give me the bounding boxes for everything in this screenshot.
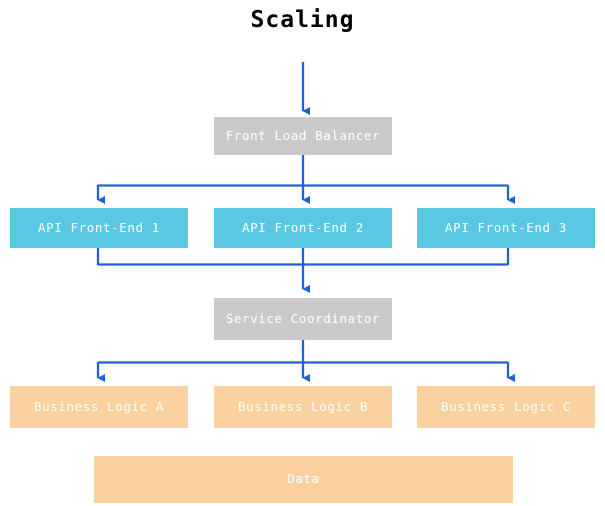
node-business-logic-c[interactable]: Business Logic C [417, 386, 595, 428]
node-api-front-end-3[interactable]: API Front-End 3 [417, 208, 595, 248]
node-label: Data [287, 471, 320, 487]
node-front-load-balancer[interactable]: Front Load Balancer [214, 117, 392, 155]
node-business-logic-a[interactable]: Business Logic A [10, 386, 188, 428]
node-label: Business Logic A [33, 398, 164, 414]
node-api-front-end-1[interactable]: API Front-End 1 [10, 208, 188, 248]
node-service-coordinator[interactable]: Service Coordinator [214, 298, 392, 340]
node-label: API Front-End 1 [38, 219, 160, 235]
node-label: Service Coordinator [225, 310, 381, 326]
node-label: Business Logic B [237, 398, 368, 414]
node-data[interactable]: Data [94, 456, 513, 503]
diagram-title: Scaling [250, 7, 355, 33]
node-label: API Front-End 3 [445, 219, 567, 235]
node-api-front-end-2[interactable]: API Front-End 2 [214, 208, 392, 248]
node-label: Front Load Balancer [225, 127, 381, 143]
node-business-logic-b[interactable]: Business Logic B [214, 386, 392, 428]
node-label: Business Logic C [440, 398, 571, 414]
node-label: API Front-End 2 [242, 219, 364, 235]
